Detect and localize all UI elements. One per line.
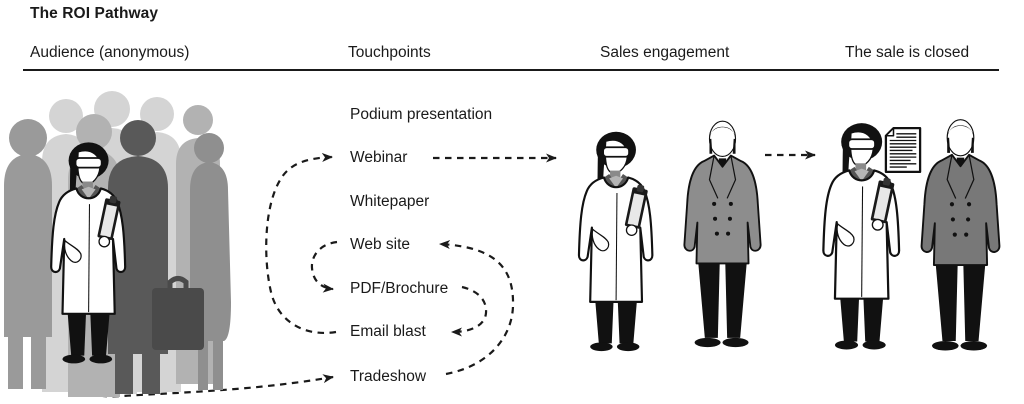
page-title: The ROI Pathway <box>30 5 159 22</box>
column-header-audience: Audience (anonymous) <box>30 44 190 61</box>
header-divider-line <box>23 69 999 71</box>
arrow-tradeshow-to-website <box>439 240 515 376</box>
businessman-figure-sales-engagement <box>676 112 769 360</box>
column-header-sale-closed: The sale is closed <box>845 44 970 61</box>
scientist-figure-audience <box>38 138 134 373</box>
column-header-sales-engagement: Sales engagement <box>600 44 730 61</box>
touchpoint-whitepaper: Whitepaper <box>350 193 430 210</box>
touchpoint-email-blast: Email blast <box>350 323 426 340</box>
touchpoint-pdf-brochure: PDF/Brochure <box>350 280 449 297</box>
touchpoint-web-site: Web site <box>350 236 411 253</box>
touchpoint-podium-presentation: Podium presentation <box>350 106 493 123</box>
scientist-figure-sales-engagement <box>566 127 661 361</box>
column-header-touchpoints: Touchpoints <box>348 44 431 61</box>
arrow-website-to-pdf-brochure <box>310 240 338 293</box>
touchpoint-webinar: Webinar <box>350 149 408 166</box>
touchpoint-tradeshow: Tradeshow <box>350 368 427 385</box>
arrow-email-blast-to-webinar <box>265 152 337 335</box>
signed-document-icon <box>884 127 922 173</box>
businessman-figure-sale-closed <box>913 110 1008 364</box>
arrow-pdf-brochure-to-email-blast <box>451 285 488 337</box>
